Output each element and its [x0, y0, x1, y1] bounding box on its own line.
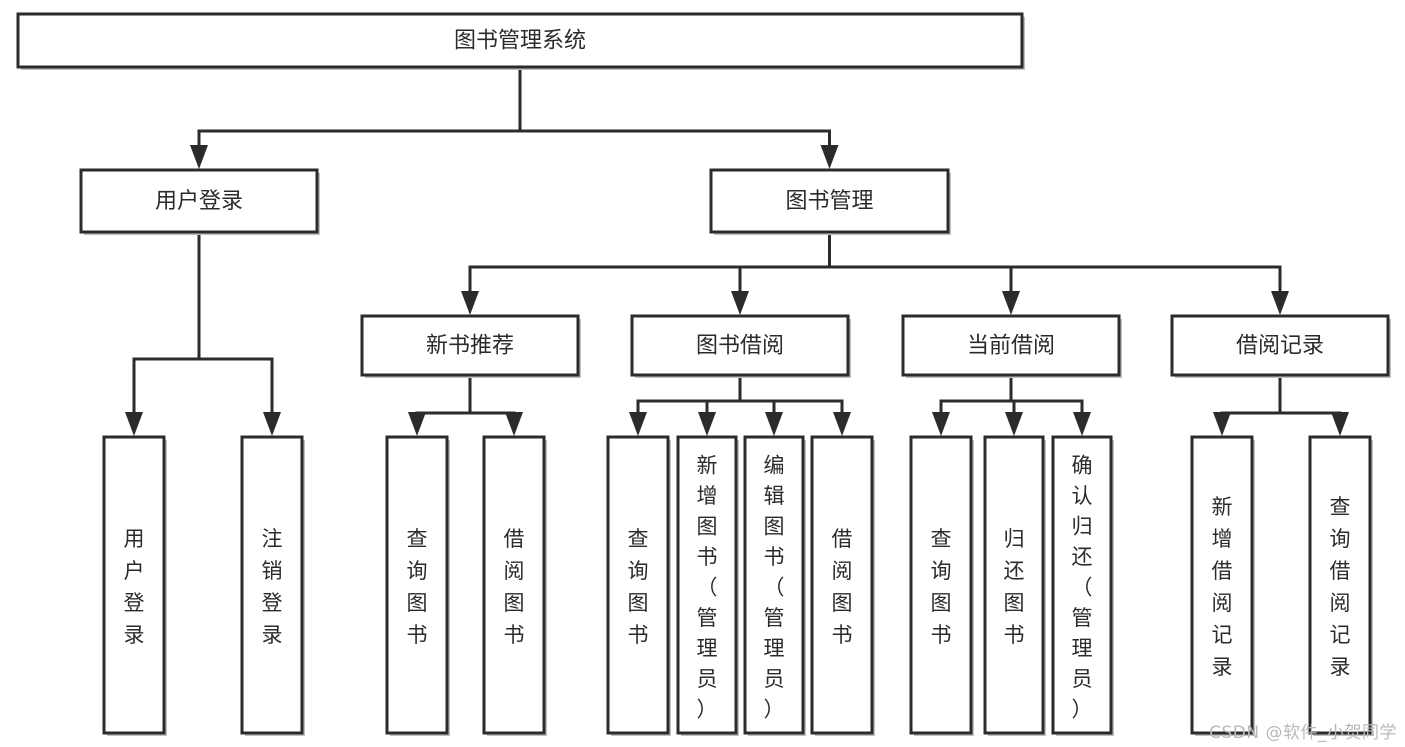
node-label-user-login-do: 用户登录 — [124, 527, 145, 647]
arrow-head-icon — [263, 412, 281, 436]
node-box-borrow-borrow-book[interactable] — [810, 435, 874, 735]
node-box-book-borrow[interactable] — [630, 314, 850, 377]
node-label-book-management: 图书管理 — [785, 189, 873, 214]
arrow-head-icon — [1005, 412, 1023, 436]
node-label-book-borrow: 图书借阅 — [696, 334, 784, 359]
node-box-root[interactable] — [16, 12, 1024, 69]
node-book-management[interactable]: 图书管理 — [709, 168, 951, 235]
node-label-current-borrow: 当前借阅 — [967, 334, 1055, 359]
arrow-head-icon — [1271, 291, 1289, 315]
node-box-current-borrow[interactable] — [901, 314, 1121, 377]
node-label-user-login: 用户登录 — [155, 189, 243, 214]
node-book-borrow[interactable]: 图书借阅 — [630, 314, 851, 378]
arrow-head-icon — [932, 412, 950, 436]
node-box-current-query-book[interactable] — [909, 435, 973, 735]
node-label-root: 图书管理系统 — [454, 29, 586, 54]
node-label-current-query-book: 查询图书 — [931, 527, 952, 647]
node-box-record-query[interactable] — [1308, 435, 1372, 735]
node-current-query-book[interactable]: 查询图书 — [909, 435, 974, 736]
node-user-login[interactable]: 用户登录 — [79, 168, 320, 235]
node-box-user-logout[interactable] — [240, 435, 304, 735]
node-label-borrow-query-book: 查询图书 — [628, 527, 649, 647]
node-recommend-borrow-book[interactable]: 借阅图书 — [482, 435, 547, 736]
arrow-head-icon — [1002, 291, 1020, 315]
node-user-logout[interactable]: 注销登录 — [240, 435, 305, 736]
arrow-head-icon — [833, 412, 851, 436]
node-box-record-add[interactable] — [1190, 435, 1254, 735]
connectors-layer — [125, 65, 1349, 436]
node-box-recommend-query-book[interactable] — [385, 435, 449, 735]
node-box-recommend-borrow-book[interactable] — [482, 435, 546, 735]
node-label-borrow-edit-book: 编辑图书（管理员） — [764, 454, 785, 722]
node-label-borrow-records: 借阅记录 — [1236, 334, 1324, 359]
node-label-current-confirm-return: 确认归还（管理员） — [1072, 454, 1093, 722]
node-box-borrow-add-book[interactable] — [676, 435, 738, 735]
node-borrow-borrow-book[interactable]: 借阅图书 — [810, 435, 875, 736]
node-label-borrow-borrow-book: 借阅图书 — [832, 527, 853, 647]
node-box-user-login[interactable] — [79, 168, 319, 234]
node-box-current-confirm-return[interactable] — [1051, 435, 1113, 735]
arrow-head-icon — [1073, 412, 1091, 436]
arrow-head-icon — [461, 291, 479, 315]
node-new-book-recommend[interactable]: 新书推荐 — [360, 314, 581, 378]
node-current-confirm-return[interactable]: 确认归还（管理员） — [1051, 435, 1114, 736]
arrow-head-icon — [1331, 412, 1349, 436]
node-box-new-book-recommend[interactable] — [360, 314, 580, 377]
node-label-recommend-query-book: 查询图书 — [407, 527, 428, 647]
node-label-borrow-add-book: 新增图书（管理员） — [697, 454, 718, 722]
node-label-new-book-recommend: 新书推荐 — [426, 334, 514, 359]
node-record-query[interactable]: 查询借阅记录 — [1308, 435, 1373, 736]
node-borrow-add-book[interactable]: 新增图书（管理员） — [676, 435, 739, 736]
node-box-borrow-records[interactable] — [1170, 314, 1390, 377]
arrow-head-icon — [408, 412, 426, 436]
nodes-layer: 图书管理系统用户登录用户登录注销登录图书管理新书推荐查询图书借阅图书图书借阅查询… — [16, 12, 1391, 736]
node-label-user-logout: 注销登录 — [262, 527, 283, 647]
node-label-record-query: 查询借阅记录 — [1330, 495, 1351, 679]
arrow-head-icon — [1213, 412, 1231, 436]
node-label-current-return-book: 归还图书 — [1004, 527, 1025, 647]
arrow-head-icon — [190, 145, 208, 169]
node-label-recommend-borrow-book: 借阅图书 — [504, 527, 525, 647]
node-box-current-return-book[interactable] — [983, 435, 1045, 735]
node-borrow-edit-book[interactable]: 编辑图书（管理员） — [743, 435, 806, 736]
arrow-head-icon — [629, 412, 647, 436]
node-borrow-query-book[interactable]: 查询图书 — [606, 435, 671, 736]
node-current-borrow[interactable]: 当前借阅 — [901, 314, 1122, 378]
node-box-user-login-do[interactable] — [102, 435, 166, 735]
node-user-login-do[interactable]: 用户登录 — [102, 435, 167, 736]
node-root[interactable]: 图书管理系统 — [16, 12, 1025, 70]
node-box-borrow-query-book[interactable] — [606, 435, 670, 735]
node-box-book-management[interactable] — [709, 168, 950, 234]
arrow-head-icon — [698, 412, 716, 436]
node-record-add[interactable]: 新增借阅记录 — [1190, 435, 1255, 736]
node-recommend-query-book[interactable]: 查询图书 — [385, 435, 450, 736]
arrow-head-icon — [731, 291, 749, 315]
arrow-head-icon — [125, 412, 143, 436]
arrow-head-icon — [505, 412, 523, 436]
arrow-head-icon — [820, 145, 839, 169]
node-borrow-records[interactable]: 借阅记录 — [1170, 314, 1391, 378]
arrow-head-icon — [765, 412, 783, 436]
node-box-borrow-edit-book[interactable] — [743, 435, 805, 735]
node-label-record-add: 新增借阅记录 — [1212, 495, 1233, 679]
node-current-return-book[interactable]: 归还图书 — [983, 435, 1046, 736]
